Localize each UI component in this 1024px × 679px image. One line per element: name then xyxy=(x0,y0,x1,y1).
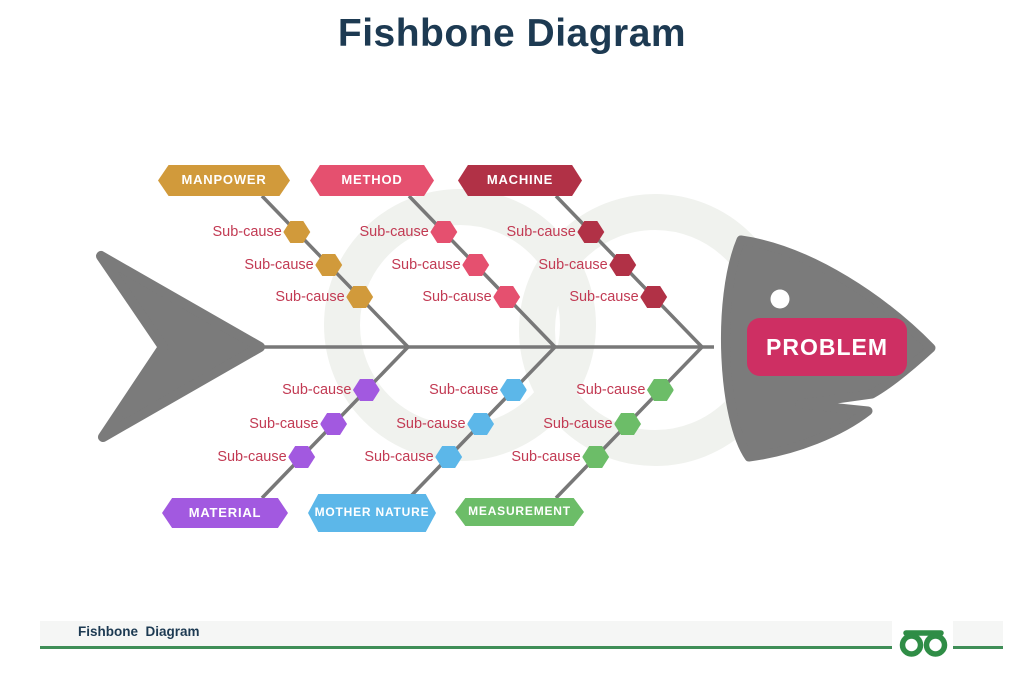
sub-cause-label: Sub-cause xyxy=(282,382,352,398)
sub-cause-label: Sub-cause xyxy=(249,416,319,432)
sub-cause-label: Sub-cause xyxy=(511,449,581,465)
footer-caption: Fishbone Diagram xyxy=(78,624,200,639)
category-label-manpower: MANPOWER xyxy=(158,165,290,196)
category-label-mother-nature: MOTHER NATURE xyxy=(308,494,436,532)
sub-cause-label: Sub-cause xyxy=(396,416,466,432)
footer-bar-right xyxy=(953,621,1003,646)
sub-cause-label: Sub-cause xyxy=(569,289,639,305)
footer-accent-line xyxy=(40,646,892,649)
sub-cause-label: Sub-cause xyxy=(244,257,314,273)
sub-cause-label: Sub-cause xyxy=(538,257,608,273)
category-label-material: MATERIAL xyxy=(162,498,288,528)
sub-cause-marker xyxy=(352,379,380,401)
sub-cause-marker xyxy=(315,254,343,276)
sub-cause-marker xyxy=(577,221,605,243)
sub-cause-label: Sub-cause xyxy=(506,224,576,240)
sub-cause-label: Sub-cause xyxy=(359,224,429,240)
sub-cause-marker xyxy=(582,446,610,468)
sub-cause-label: Sub-cause xyxy=(429,382,499,398)
sub-cause-marker xyxy=(288,446,316,468)
sub-cause-label: Sub-cause xyxy=(576,382,646,398)
problem-node: PROBLEM xyxy=(747,318,907,376)
sub-cause-marker xyxy=(283,221,311,243)
sub-cause-label: Sub-cause xyxy=(391,257,461,273)
sub-cause-marker xyxy=(430,221,458,243)
fish-tail xyxy=(96,251,265,442)
sub-cause-marker xyxy=(467,413,495,435)
sub-cause-marker xyxy=(609,254,637,276)
geeksforgeeks-logo xyxy=(899,630,948,657)
sub-cause-marker xyxy=(435,446,463,468)
sub-cause-label: Sub-cause xyxy=(364,449,434,465)
page-title: Fishbone Diagram xyxy=(337,12,687,55)
category-label-method: METHOD xyxy=(310,165,434,196)
sub-cause-label: Sub-cause xyxy=(212,224,282,240)
footer-accent-line-right xyxy=(953,646,1003,649)
fish-eye xyxy=(770,289,790,309)
sub-cause-marker xyxy=(346,286,374,308)
sub-cause-marker xyxy=(646,379,674,401)
sub-cause-marker xyxy=(614,413,642,435)
sub-cause-label: Sub-cause xyxy=(422,289,492,305)
category-label-machine: MACHINE xyxy=(458,165,582,196)
sub-cause-label: Sub-cause xyxy=(543,416,613,432)
sub-cause-marker xyxy=(499,379,527,401)
sub-cause-marker xyxy=(320,413,348,435)
category-label-measurement: MEASUREMENT xyxy=(455,498,584,526)
footer-bar xyxy=(40,621,892,646)
sub-cause-label: Sub-cause xyxy=(275,289,345,305)
sub-cause-marker xyxy=(493,286,521,308)
sub-cause-label: Sub-cause xyxy=(217,449,287,465)
sub-cause-marker xyxy=(462,254,490,276)
sub-cause-marker xyxy=(640,286,668,308)
